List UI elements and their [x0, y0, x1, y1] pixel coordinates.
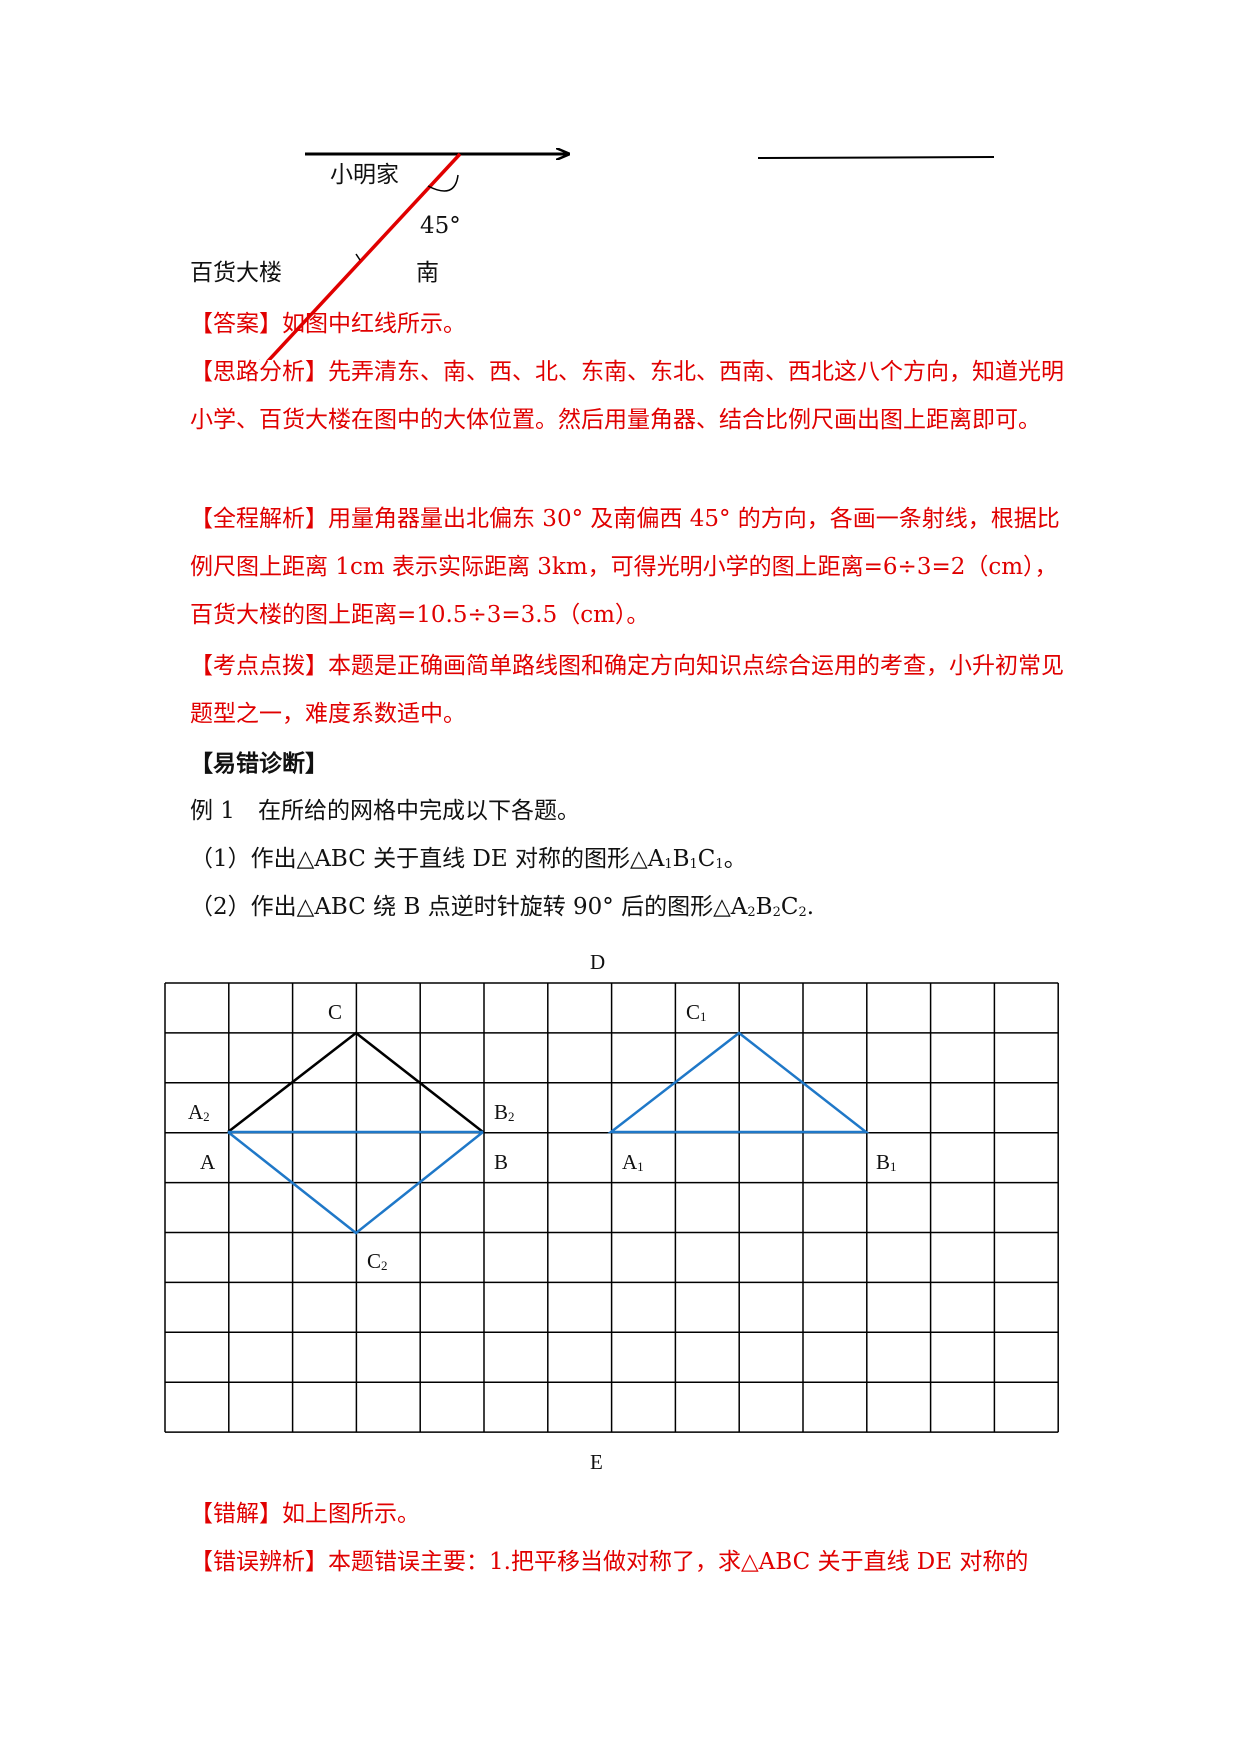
label-c: C [328, 1000, 343, 1024]
wrong-solution-text: 如上图所示。 [282, 1501, 420, 1527]
label-a1: A1 [622, 1150, 644, 1174]
key-point-paragraph: 【考点点拨】本题是正确画简单路线图和确定方向知识点综合运用的考查，小升初常见题型… [190, 642, 1070, 738]
analysis-tag: 【思路分析】 [190, 359, 328, 385]
key-point-text: 本题是正确画简单路线图和确定方向知识点综合运用的考查，小升初常见题型之一，难度系… [190, 653, 1064, 727]
angle-arc [427, 174, 459, 192]
south-label: 南 [416, 260, 439, 286]
store-label: 百货大楼 [190, 260, 282, 286]
wrong-solution-tag: 【错解】 [190, 1501, 282, 1527]
answer-tag: 【答案】 [190, 311, 282, 337]
triangle-a1b1c1 [607, 1031, 870, 1134]
error-analysis-text: 本题错误主要：1.把平移当做对称了，求△ABC 关于直线 DE 对称的 [328, 1549, 1029, 1575]
diagnosis-title: 【易错诊断】 [190, 750, 328, 777]
analysis-text: 先弄清东、南、西、北、东南、东北、西南、西北这八个方向，知道光明小学、百货大楼在… [190, 359, 1064, 433]
home-label: 小明家 [330, 162, 399, 188]
label-c2: C2 [367, 1249, 388, 1273]
direction-figure [0, 0, 995, 360]
triangle-a2b2c2-sides [227, 1131, 484, 1235]
key-point-tag: 【考点点拨】 [190, 653, 328, 679]
angle-label: 45° [420, 213, 461, 239]
answer-text: 如图中红线所示。 [282, 311, 466, 337]
blank-line [757, 156, 995, 159]
label-c1: C1 [686, 1000, 707, 1024]
label-d: D [590, 950, 606, 974]
label-b: B [494, 1150, 509, 1174]
wrong-solution-paragraph: 【错解】如上图所示。 [190, 1490, 1070, 1538]
question-1: （1）作出△ABC 关于直线 DE 对称的图形△A1B1C1。 [190, 846, 747, 872]
full-analysis-text: 用量角器量出北偏东 30° 及南偏西 45° 的方向，各画一条射线，根据比例尺图… [190, 506, 1060, 628]
triangle-abc-sides [227, 1031, 484, 1133]
full-analysis-paragraph: 【全程解析】用量角器量出北偏东 30° 及南偏西 45° 的方向，各画一条射线，… [190, 495, 1070, 639]
full-analysis-tag: 【全程解析】 [190, 506, 328, 532]
error-analysis-paragraph: 【错误辨析】本题错误主要：1.把平移当做对称了，求△ABC 关于直线 DE 对称… [190, 1538, 1070, 1586]
example-line: 例 1 在所给的网格中完成以下各题。 [190, 798, 580, 824]
label-e: E [590, 1450, 603, 1474]
label-a: A [200, 1150, 216, 1174]
grid-lines [164, 982, 1059, 1433]
label-a2: A2 [188, 1100, 210, 1124]
label-b2: B2 [494, 1100, 515, 1124]
tick-mark [355, 253, 361, 261]
error-analysis-tag: 【错误辨析】 [190, 1549, 328, 1575]
analysis-paragraph: 【思路分析】先弄清东、南、西、北、东南、东北、西南、西北这八个方向，知道光明小学… [190, 348, 1070, 444]
answer-paragraph: 【答案】如图中红线所示。 [190, 300, 1070, 348]
southwest-answer-line [256, 152, 462, 360]
label-b1: B1 [876, 1150, 897, 1174]
question-2: （2）作出△ABC 绕 B 点逆时针旋转 90° 后的图形△A2B2C2. [190, 894, 815, 920]
